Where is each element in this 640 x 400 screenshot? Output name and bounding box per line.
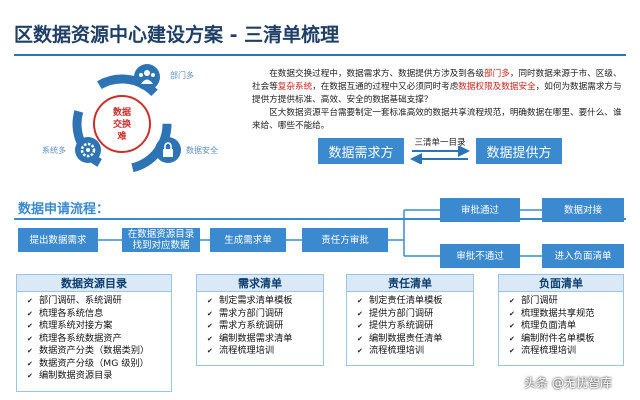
step-submit-request: 提出数据需求 <box>18 228 98 252</box>
step-approval: 责任方审批 <box>302 228 388 252</box>
intro-text: 在数据交换过程中，数据需求方、数据提供方涉及到各级部门多，同时数据来源于市、区级… <box>252 68 626 133</box>
cycle-center-line3: 难 <box>116 130 126 142</box>
intro-text-run: ，在数据互通的过程中又必须同时考虑 <box>312 82 459 92</box>
list-item: 编制数据责任清单 <box>357 333 473 346</box>
step-find-data: 在数据资源目录 找到对应数据 <box>122 228 200 252</box>
list-item: 制定责任清单模板 <box>357 295 473 308</box>
data-docking: 数据对接 <box>542 198 624 222</box>
label-security: 数据安全 <box>186 146 218 155</box>
card-title: 责任清单 <box>347 275 473 292</box>
card-title: 数据资源目录 <box>17 275 171 292</box>
list-item: 流程梳理培训 <box>509 345 623 358</box>
highlight-text: 数据权限及数据安全 <box>458 82 536 92</box>
exchange-middle-label: 三清单一目录 <box>414 138 466 148</box>
intro-paragraph-1: 在数据交换过程中，数据需求方、数据提供方涉及到各级部门多，同时数据来源于市、区级… <box>252 68 626 107</box>
intro-text-run: ，同时数据来源于市、区级、社会等 <box>252 69 622 92</box>
list-item: 需求方系统调研 <box>207 320 323 333</box>
cycle-diagram: 数据 交换 难 部门多 系统多 数据安全 <box>40 64 255 189</box>
list-item: 编制数据资源目录 <box>27 370 171 383</box>
list-item: 编制数据需求清单 <box>207 333 323 346</box>
cycle-ring <box>72 74 172 174</box>
list-item: 数据资产分级（MG 级别） <box>27 358 171 371</box>
process-title: 数据申请流程： <box>18 202 110 217</box>
card-responsibility-list: 责任清单 制定责任清单模板 提供方部门调研 提供方系统调研 编制数据责任清单 流… <box>346 274 474 366</box>
highlight-text: 部门多 <box>484 69 510 79</box>
negative-list: 进入负面清单 <box>542 244 624 268</box>
approval-fail: 审批不通过 <box>440 244 520 268</box>
node-departments <box>134 64 160 90</box>
list-item: 提供方部门调研 <box>357 308 473 321</box>
approval-pass: 审批通过 <box>440 198 520 222</box>
intro-text-run: ，如何为数据需求方与提供方提供标准、高效、安全的数据基础支撑？ <box>252 82 622 105</box>
list-item: 梳理数据共享规范 <box>509 308 623 321</box>
card-title: 负面清单 <box>499 275 623 292</box>
people-icon <box>139 70 155 84</box>
list-item: 流程梳理培训 <box>207 345 323 358</box>
intro-paragraph-2: 区大数据资源平台需要制定一套标准高效的数据共享流程规范，明确数据在哪里、要什么、… <box>252 108 622 131</box>
list-item: 部门调研、系统调研 <box>27 295 171 308</box>
card-negative-list: 负面清单 部门调研 梳理数据共享规范 梳理负面清单 编制附件名单模板 流程梳理培… <box>498 274 624 366</box>
list-item: 数据资产分类（数据类别） <box>27 345 171 358</box>
list-item: 编制附件名单模板 <box>509 333 623 346</box>
exchange-arrows <box>410 146 470 164</box>
label-systems: 系统多 <box>42 146 66 155</box>
cycle-graphic: 数据 交换 难 <box>72 64 181 174</box>
list-item: 流程梳理培训 <box>357 345 473 358</box>
lock-icon <box>163 142 173 157</box>
list-item: 梳理各系统数据资产 <box>27 333 171 346</box>
list-item: 梳理各系统信息 <box>27 308 171 321</box>
process-connectors <box>98 209 542 257</box>
label-departments: 部门多 <box>170 71 194 80</box>
demand-side-box: 数据需求方 <box>318 138 404 164</box>
card-title: 需求清单 <box>197 275 323 292</box>
list-item: 提供方系统调研 <box>357 320 473 333</box>
cycle-center-line1: 数据 <box>113 106 131 118</box>
list-item: 部门调研 <box>509 295 623 308</box>
list-item: 梳理负面清单 <box>509 320 623 333</box>
cycle-center <box>93 95 151 153</box>
card-resource-directory: 数据资源目录 部门调研、系统调研 梳理各系统信息 梳理系统对接方案 梳理各系统数… <box>16 274 172 392</box>
intro-text-run: 在数据交换过程中，数据需求方、数据提供方涉及到各级 <box>269 69 485 79</box>
highlight-text: 复杂系统 <box>277 82 313 92</box>
list-item: 梳理系统对接方案 <box>27 320 171 333</box>
cycle-center-line2: 交换 <box>113 118 132 130</box>
step-generate-order: 生成需求单 <box>210 228 286 252</box>
provider-side-box: 数据提供方 <box>476 138 562 164</box>
watermark: 头条 @无忧智库 <box>524 376 612 390</box>
page-title: 区数据资源中心建设方案 - 三清单梳理 <box>14 24 340 46</box>
list-item: 需求方部门调研 <box>207 308 323 321</box>
process-divider <box>14 218 626 220</box>
title-divider <box>14 54 626 56</box>
card-demand-list: 需求清单 制定需求清单模板 需求方部门调研 需求方系统调研 编制数据需求清单 流… <box>196 274 324 366</box>
list-item: 制定需求清单模板 <box>207 295 323 308</box>
gear-icon <box>80 142 96 158</box>
